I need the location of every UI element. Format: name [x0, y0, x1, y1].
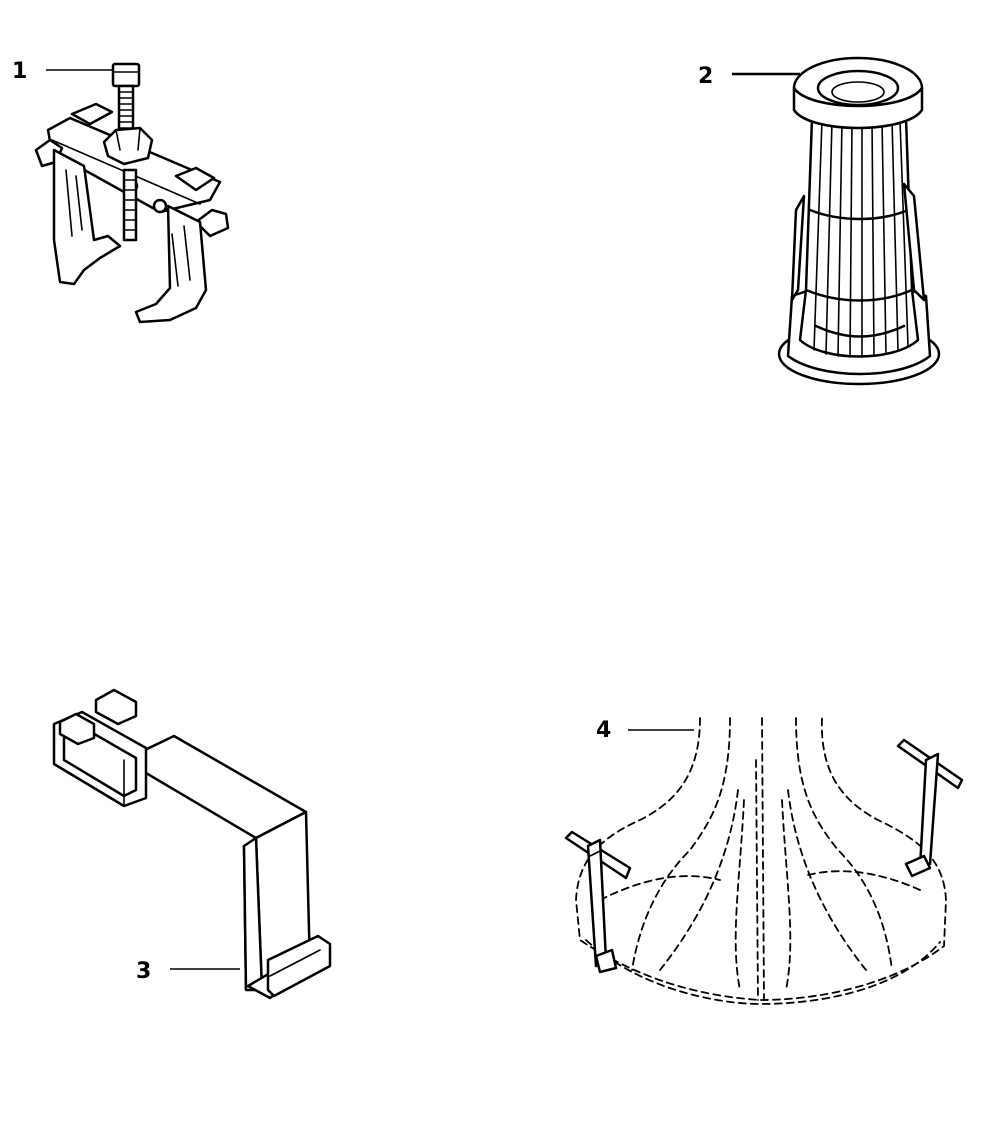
part-4: 4 — [564, 717, 964, 1005]
bracket-hook-icon — [52, 688, 332, 1000]
part-3: 3 — [52, 688, 332, 1000]
bell-fixture-icon — [564, 717, 964, 1005]
callout-1-label: 1 — [12, 59, 27, 84]
sleeve-tool-icon — [777, 56, 941, 386]
right-clamp — [896, 738, 964, 878]
part-2: 2 — [698, 56, 941, 386]
part-1: 1 — [12, 59, 230, 324]
callout-3-label: 3 — [136, 959, 151, 984]
callout-2-label: 2 — [698, 64, 713, 89]
left-clamp — [564, 830, 632, 974]
gear-puller-icon — [34, 62, 230, 324]
callout-4-label: 4 — [596, 718, 611, 743]
